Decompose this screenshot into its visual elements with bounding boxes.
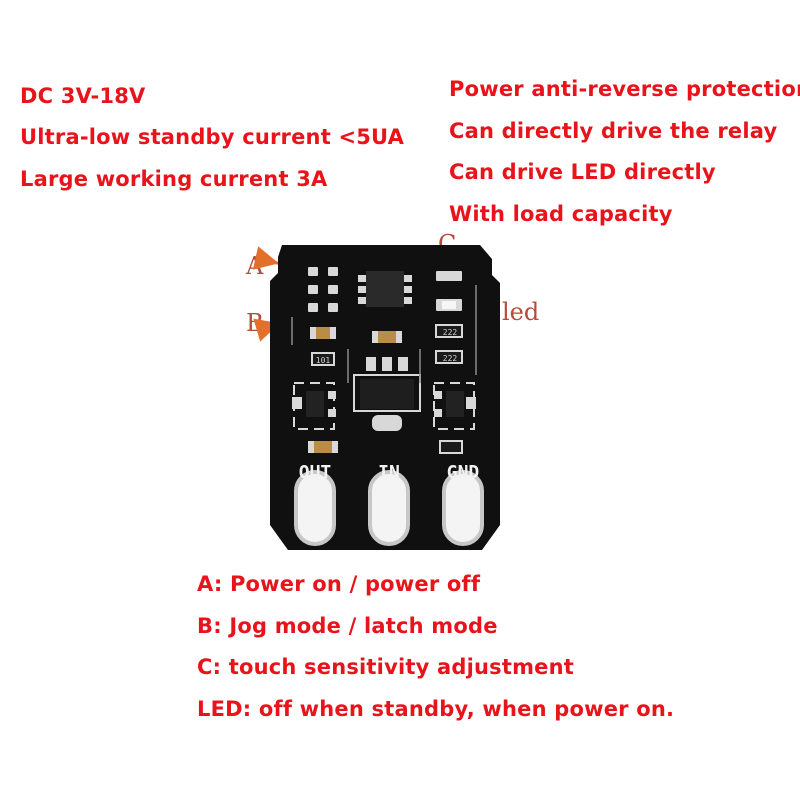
jumper-pads — [308, 267, 338, 312]
capacitor-bottom-left — [312, 441, 334, 453]
cap-code-1: 222 — [443, 328, 458, 337]
pin-gnd-label: GND — [447, 462, 480, 483]
pcb-board: OUT IN GND 101 222 222 — [270, 245, 500, 550]
status-led — [442, 301, 456, 309]
spec-drive-led: Can drive LED directly — [449, 160, 716, 184]
capacitor-222-group: 222 222 — [435, 324, 463, 364]
ic-chip — [358, 271, 412, 307]
spec-voltage: DC 3V-18V — [20, 84, 146, 108]
cap-code-2: 222 — [443, 354, 458, 363]
legend-c: C: touch sensitivity adjustment — [197, 655, 575, 679]
pin-out-label: OUT — [299, 462, 332, 483]
pin-in-label: IN — [378, 462, 400, 483]
pin-slots — [294, 470, 484, 546]
mosfet — [353, 357, 421, 431]
spec-load-capacity: With load capacity — [449, 202, 673, 226]
callout-led-label: led — [502, 298, 540, 326]
spec-working-current: Large working current 3A — [20, 167, 328, 191]
legend-b: B: Jog mode / latch mode — [197, 614, 498, 638]
spec-anti-reverse: Power anti-reverse protection — [449, 77, 800, 101]
capacitor-1 — [312, 327, 334, 339]
transistor-left — [292, 382, 336, 430]
resistor-101 — [311, 352, 335, 366]
spec-drive-relay: Can directly drive the relay — [449, 119, 778, 143]
capacitor-bottom-right — [439, 440, 463, 454]
spec-standby-current: Ultra-low standby current <5UA — [20, 125, 405, 149]
legend-a: A: Power on / power off — [197, 572, 481, 596]
legend-led: LED: off when standby, when power on. — [197, 697, 675, 721]
resistor-code-101: 101 — [316, 356, 331, 365]
transistor-right — [433, 382, 476, 430]
